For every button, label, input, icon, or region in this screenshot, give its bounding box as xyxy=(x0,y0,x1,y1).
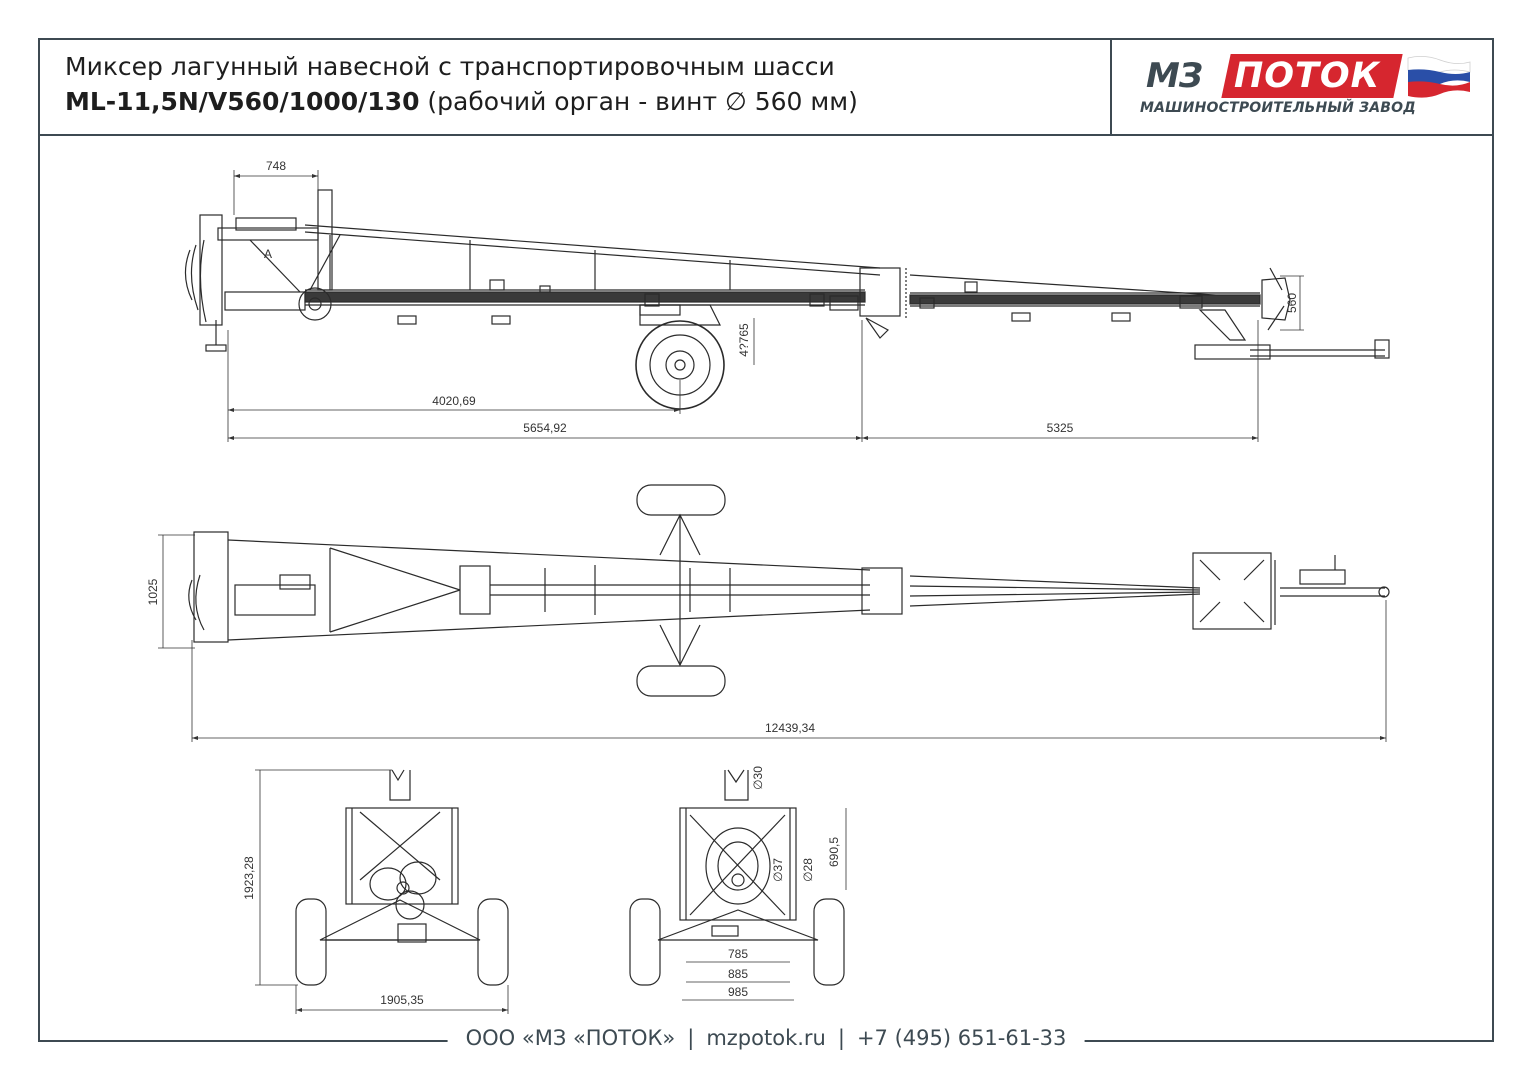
dim-985: 985 xyxy=(728,985,748,999)
front-wheel-right xyxy=(477,898,509,986)
rear-frame xyxy=(679,807,797,921)
footer-site-link[interactable]: mzpotok.ru xyxy=(706,1026,826,1050)
front-view xyxy=(295,769,509,986)
footer-phone[interactable]: +7 (495) 651-61-33 xyxy=(856,1026,1067,1050)
top-support-plate xyxy=(1192,552,1272,630)
top-boom-right-upper xyxy=(909,575,1201,589)
dim-748: 748 xyxy=(266,159,286,173)
top-boom-left-lower xyxy=(227,609,871,641)
top-hitch xyxy=(193,531,229,643)
dim-12439: 12439,34 xyxy=(765,721,815,735)
title-line-1: Миксер лагунный навесной с транспортиров… xyxy=(65,52,835,81)
rear-view xyxy=(629,769,845,986)
dim-height-side: 4?765 xyxy=(737,323,751,357)
footer-contacts: ООО «МЗ «ПОТОК» | mzpotok.ru | +7 (495) 651-… xyxy=(447,1026,1085,1050)
russian-flag-icon xyxy=(1407,56,1471,98)
top-wheel-upper xyxy=(636,484,726,516)
side-lower-link xyxy=(224,291,306,311)
front-wheel-left xyxy=(295,898,327,986)
company-logo: МЗ ПОТОК МАШИНОСТРОИТЕЛЬНЫЙ ЗАВОД xyxy=(1138,50,1478,125)
top-boom-left-upper xyxy=(227,539,871,571)
dim-d30: ∅30 xyxy=(751,766,765,790)
side-right-tube xyxy=(909,294,1261,305)
footer-company: ООО «МЗ «ПОТОК» xyxy=(465,1026,676,1050)
footer-separator: | xyxy=(837,1026,845,1050)
rear-axle xyxy=(657,909,819,941)
side-pivot xyxy=(298,287,332,321)
dim-785: 785 xyxy=(728,947,748,961)
side-view xyxy=(184,189,1390,410)
dim-885: 885 xyxy=(728,967,748,981)
dim-690: 690,5 xyxy=(827,837,841,867)
top-wheel-lower xyxy=(636,665,726,697)
front-propeller xyxy=(369,867,407,901)
title-line-2-rest: (рабочий орган - винт ∅ 560 мм) xyxy=(419,87,858,116)
rear-wheel-left xyxy=(629,898,661,986)
dim-4020: 4020,69 xyxy=(432,394,476,408)
rear-wheel-right xyxy=(813,898,845,986)
rear-motor xyxy=(705,827,771,905)
side-top-truss xyxy=(304,224,881,269)
title-line-2: ML-11,5N/V560/1000/130 (рабочий орган - … xyxy=(65,87,858,116)
model-code: ML-11,5N/V560/1000/130 xyxy=(65,87,420,116)
side-main-tube xyxy=(304,291,866,303)
dim-d37: ∅37 xyxy=(771,858,785,882)
dim-d28: ∅28 xyxy=(801,858,815,882)
logo-potok: ПОТОК xyxy=(1234,56,1381,96)
side-support-pad xyxy=(1194,344,1271,360)
side-right-truss xyxy=(909,274,1261,299)
dim-1905: 1905,35 xyxy=(380,993,424,1007)
title-block xyxy=(38,38,1494,136)
side-hoses xyxy=(184,239,207,323)
dim-560: 560 xyxy=(1285,293,1299,313)
dim-5325: 5325 xyxy=(1047,421,1074,435)
front-axle xyxy=(319,899,481,941)
front-frame xyxy=(345,807,459,905)
title-divider xyxy=(1110,38,1112,136)
dim-5654: 5654,92 xyxy=(523,421,567,435)
logo-subtitle: МАШИНОСТРОИТЕЛЬНЫЙ ЗАВОД xyxy=(1140,100,1416,116)
dim-1025: 1025 xyxy=(146,578,160,605)
footer-separator: | xyxy=(687,1026,695,1050)
dim-1923: 1923,28 xyxy=(242,856,256,900)
top-view xyxy=(188,484,1390,697)
label-a: A xyxy=(264,247,272,261)
side-screw xyxy=(1261,277,1291,321)
logo-mz: МЗ xyxy=(1146,56,1203,96)
side-support-leg xyxy=(1198,309,1247,341)
footer: ООО «МЗ «ПОТОК» | mzpotok.ru | +7 (495) 651-… xyxy=(38,1026,1494,1056)
